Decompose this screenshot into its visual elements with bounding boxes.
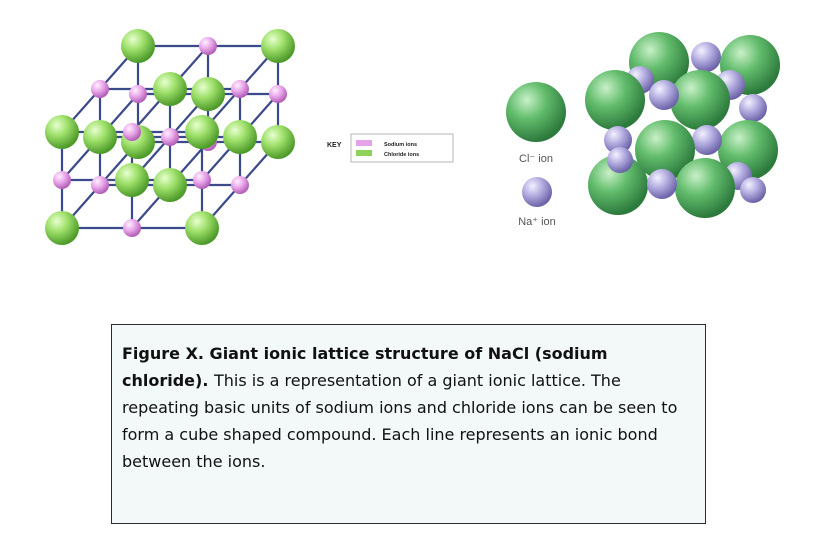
chloride-ion [45, 115, 79, 149]
nacl-diagram: KEY Sodium ions Chloride ions Cl⁻ ion Na… [45, 29, 780, 245]
sodium-ion [199, 37, 217, 55]
chloride-ion [635, 120, 695, 180]
chloride-ion [83, 120, 117, 154]
space-filling-model [585, 32, 780, 218]
key-title: KEY [327, 142, 342, 149]
key-label-sodium: Sodium ions [384, 142, 417, 148]
key-swatch-sodium [356, 140, 372, 146]
key-box [350, 133, 454, 163]
sodium-ion [649, 80, 679, 110]
sodium-ion [53, 171, 71, 189]
sodium-ion [231, 80, 249, 98]
chloride-ion [261, 29, 295, 63]
sodium-ion [740, 177, 766, 203]
sodium-ion [739, 94, 767, 122]
chloride-ion [670, 70, 730, 130]
chloride-ion [261, 125, 295, 159]
sodium-ion [161, 128, 179, 146]
sodium-ion [647, 169, 677, 199]
chloride-ion-sphere [506, 82, 566, 142]
chloride-ion [45, 211, 79, 245]
sodium-ion-label: Na⁺ ion [518, 216, 556, 228]
chloride-ion [585, 70, 645, 130]
sodium-ion [692, 125, 722, 155]
sodium-ion [604, 126, 632, 154]
figure-caption: Figure X. Giant ionic lattice structure … [111, 324, 706, 524]
sodium-ion-sphere [522, 177, 552, 207]
ion-legend: Cl⁻ ion Na⁺ ion [506, 82, 566, 228]
key-label-chloride: Chloride ions [384, 152, 419, 158]
lattice-model [45, 29, 295, 245]
chloride-ion [115, 163, 149, 197]
sodium-ion [269, 85, 287, 103]
sodium-ion [129, 85, 147, 103]
chloride-ion [153, 168, 187, 202]
key-swatch-chloride [356, 150, 372, 156]
chloride-ion [223, 120, 257, 154]
sodium-ion [91, 176, 109, 194]
chloride-ion [185, 115, 219, 149]
lattice-ions [45, 29, 295, 245]
caption-title: Figure X. Giant ionic lattice structure … [122, 344, 608, 390]
sodium-ion [691, 42, 721, 72]
chloride-ion-label: Cl⁻ ion [519, 153, 553, 165]
chloride-ion [121, 29, 155, 63]
sodium-ion [123, 123, 141, 141]
chloride-ion [191, 77, 225, 111]
key: KEY Sodium ions Chloride ions [327, 133, 454, 163]
sodium-ion [231, 176, 249, 194]
chloride-ion [153, 72, 187, 106]
sodium-ion [123, 219, 141, 237]
sodium-ion [91, 80, 109, 98]
sodium-ion [193, 171, 211, 189]
caption-body: This is a representation of a giant ioni… [122, 371, 678, 471]
sodium-ion [607, 147, 633, 173]
chloride-ion [185, 211, 219, 245]
chloride-ion [588, 155, 648, 215]
chloride-ion [675, 158, 735, 218]
